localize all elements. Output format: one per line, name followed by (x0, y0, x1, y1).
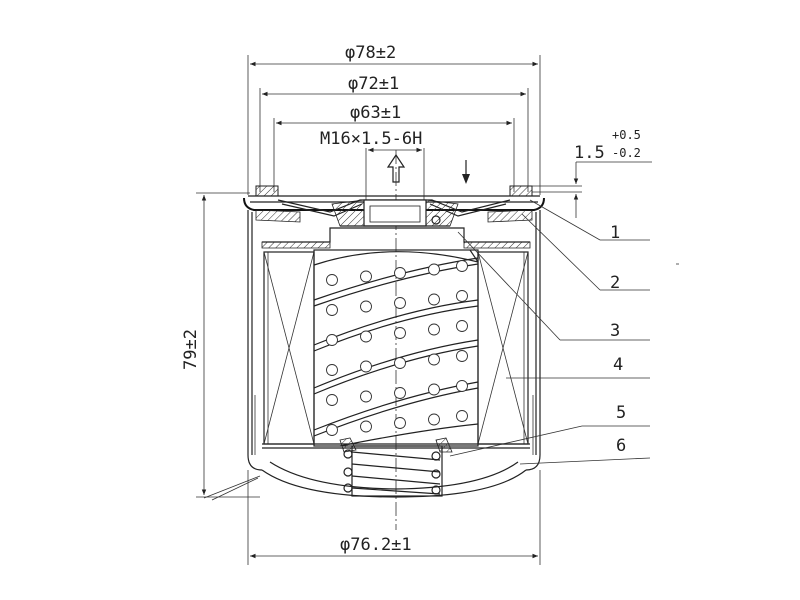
callout-6: 6 (616, 436, 626, 456)
perforation-hole (360, 270, 372, 283)
perforation-hole (456, 290, 468, 302)
gasket-diameter-label: φ72±1 (348, 74, 399, 94)
perforation-hole (456, 380, 468, 392)
perforation-hole (326, 334, 338, 346)
dimension-inner-diameter: φ63±1 (273, 103, 515, 192)
dimension-outer-diameter: φ78±2 (247, 43, 541, 195)
perforation-hole (360, 330, 372, 343)
perforation-hole (456, 260, 468, 272)
perforation-hole (394, 417, 406, 429)
dimension-gap: 1.5 +0.5 -0.2 (532, 128, 652, 218)
callout-1: 1 (610, 223, 620, 243)
callout-5: 5 (616, 403, 626, 423)
callout-4: 4 (613, 355, 623, 375)
perforation-hole (326, 424, 338, 436)
gap-tol-upper-label: +0.5 (612, 128, 641, 142)
perforation-hole (456, 320, 468, 332)
perforation-hole (428, 323, 440, 336)
callout-leaders (203, 199, 651, 501)
perforation-hole (428, 263, 440, 276)
bypass-valve-spring (339, 437, 453, 497)
perforation-hole (360, 300, 372, 313)
callout-2: 2 (610, 273, 620, 293)
filter-media (262, 251, 530, 449)
perforation-hole (394, 357, 406, 369)
body-diameter-label: φ76.2±1 (340, 535, 412, 555)
perforation-hole (394, 297, 406, 309)
filter-housing (247, 210, 541, 498)
outer-diameter-label: φ78±2 (345, 43, 396, 63)
perforation-hole (456, 350, 468, 362)
perforation-hole (394, 267, 406, 279)
dimension-gasket-diameter: φ72±1 (259, 74, 529, 192)
gap-tol-lower-label: -0.2 (612, 146, 641, 160)
perforation-hole (360, 390, 372, 403)
perforation-hole (326, 364, 338, 376)
perforation-hole (428, 293, 440, 306)
perforation-holes (326, 260, 468, 436)
gap-value-label: 1.5 (574, 143, 605, 163)
perforation-hole (394, 387, 406, 399)
perforation-hole (326, 304, 338, 316)
perforation-hole (326, 274, 338, 286)
center-tube (313, 249, 479, 447)
outflow-arrow-icon (386, 153, 406, 183)
height-label: 79±2 (181, 329, 201, 370)
perforation-hole (428, 353, 440, 366)
dimension-thread: M16×1.5-6H (320, 129, 425, 205)
perforation-hole (360, 360, 372, 373)
perforation-hole (326, 394, 338, 406)
dimension-body-diameter: φ76.2±1 (247, 470, 541, 565)
inner-diameter-label: φ63±1 (350, 103, 401, 123)
dimension-height: 79±2 (181, 192, 260, 498)
thread-label: M16×1.5-6H (320, 129, 422, 149)
perforation-hole (394, 327, 406, 339)
top-cover-assembly (243, 185, 545, 249)
inflow-arrow-icon (462, 160, 470, 184)
perforation-hole (360, 420, 372, 433)
perforation-hole (428, 383, 440, 396)
perforation-hole (428, 413, 440, 426)
callout-3: 3 (610, 321, 620, 341)
perforation-hole (456, 410, 468, 422)
